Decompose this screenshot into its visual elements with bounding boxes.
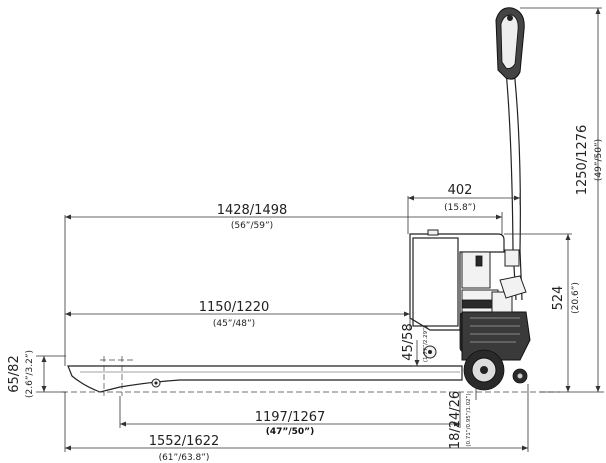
body-block <box>409 233 505 331</box>
dim-body-height-imperial: (20.6”) <box>571 282 581 314</box>
dim-fork-inner: 1197/1267 <box>255 410 326 425</box>
dim-body-height: 524 <box>551 286 566 311</box>
dim-handle-height: 1250/1276 <box>575 125 590 196</box>
drive-unit <box>459 291 531 361</box>
dim-ground-clearance: 18/24/26 <box>448 391 463 449</box>
dim-control-width-imperial: (15.8”) <box>444 203 476 213</box>
dim-lift-height-imperial: (1.77”/2.29”) <box>423 326 429 362</box>
fork <box>67 365 463 393</box>
dim-fork-length-imperial: (45”/48”) <box>213 319 255 329</box>
dim-fork-length: 1150/1220 <box>199 300 270 315</box>
dim-body-length-imperial: (56”/59”) <box>231 221 273 231</box>
dim-body-length: 1428/1498 <box>217 203 288 218</box>
dimension-arrows <box>41 8 601 451</box>
tiller-arm <box>504 59 523 301</box>
dim-lowered-height-imperial: (2.6”/3.2”) <box>25 350 35 398</box>
dimension-lines <box>36 7 604 452</box>
dim-ground-clearance-imperial: (0.71”/0.95”/1.02”) <box>466 393 472 446</box>
dim-overall-length: 1552/1622 <box>149 434 220 449</box>
dim-control-width: 402 <box>448 183 473 198</box>
dim-lift-height: 45/58 <box>401 323 416 360</box>
dim-overall-length-imperial: (61”/63.8”) <box>159 453 210 463</box>
dim-handle-height-imperial: (49”/50”) <box>594 139 604 181</box>
dim-fork-inner-imperial: (47”/50”) <box>266 427 314 437</box>
pallet-truck-outline <box>67 7 531 396</box>
dim-lowered-height: 65/82 <box>7 355 22 392</box>
